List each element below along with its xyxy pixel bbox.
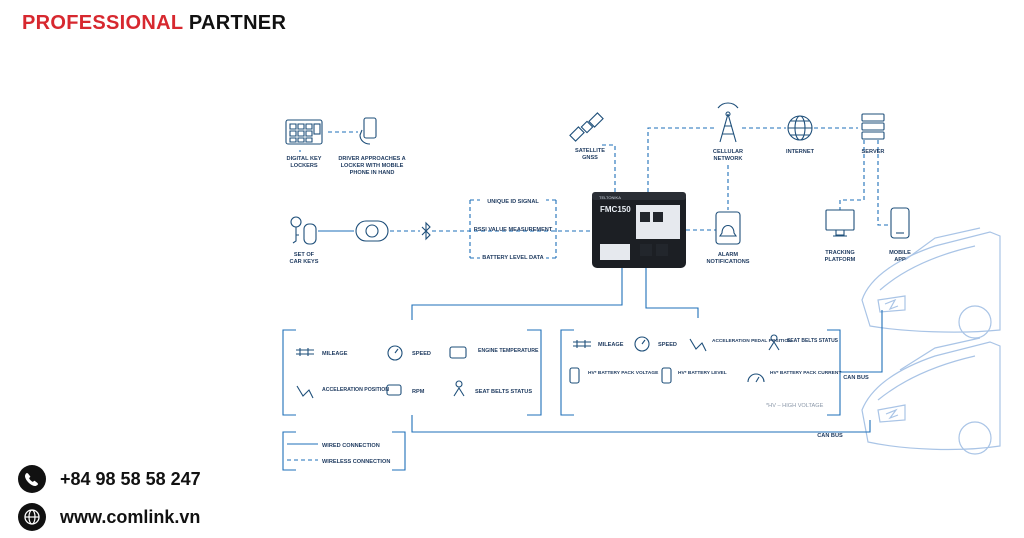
legend-wireless: WIRELESS CONNECTION <box>322 459 390 465</box>
parameter-icons <box>296 334 780 399</box>
brand-part1: PROFESSIONAL <box>22 12 184 34</box>
label-mobile-app-1: MOBILE <box>889 250 911 256</box>
label-satellite-1: SATELLITE <box>575 148 605 154</box>
right-acceleration-pedal: ACCELERATION PEDAL POSITION <box>712 338 792 344</box>
connection-lines <box>282 127 888 471</box>
globe-icon <box>18 503 46 531</box>
right-hv-current: HV* BATTERY PACK CURRENT <box>770 370 841 376</box>
locker-icon <box>285 119 323 145</box>
hv-note: *HV – HIGH VOLTAGE <box>766 403 824 409</box>
left-speed: SPEED <box>412 351 431 357</box>
fob-icon <box>355 220 389 242</box>
left-mileage: MILEAGE <box>322 351 348 357</box>
label-internet: INTERNET <box>786 149 815 155</box>
smartphone-icon <box>890 207 910 239</box>
right-mileage: MILEAGE <box>598 342 624 348</box>
keys-icon <box>290 216 317 245</box>
right-seat-belts: SEAT BELTS STATUS <box>787 338 839 344</box>
label-driver-3: PHONE IN HAND <box>350 170 395 176</box>
label-digital-key-lockers-2: LOCKERS <box>290 163 318 169</box>
label-signal-rssi: RSSI VALUE MEASUREMENT <box>474 227 553 233</box>
left-engine-temperature: ENGINE TEMPERATURE <box>478 348 539 354</box>
bell-icon <box>715 211 741 245</box>
left-acceleration-position: ACCELERATION POSITION <box>322 387 389 393</box>
contact-phone[interactable]: +84 98 58 58 247 <box>18 465 201 493</box>
device-model: FMC150 <box>600 205 631 214</box>
left-rpm: RPM <box>412 389 425 395</box>
right-hv-level: HV* BATTERY LEVEL <box>678 370 727 376</box>
can-bus-label-2: CAN BUS <box>817 433 843 439</box>
left-seat-belts: SEAT BELTS STATUS <box>475 389 532 395</box>
label-driver-1: DRIVER APPROACHES A <box>338 156 405 162</box>
brand-title: PROFESSIONAL PARTNER <box>22 12 286 35</box>
satellite-icon <box>569 112 604 142</box>
label-signal-unique-id: UNIQUE ID SIGNAL <box>487 199 539 205</box>
label-driver-2: LOCKER WITH MOBILE <box>341 163 404 169</box>
label-tracking-2: PLATFORM <box>825 257 856 263</box>
phone-hand-icon <box>359 117 377 145</box>
website-url: www.comlink.vn <box>60 506 201 527</box>
label-satellite-2: GNSS <box>582 155 598 161</box>
cell-tower-icon <box>717 102 739 143</box>
bluetooth-icon <box>421 221 431 241</box>
can-bus-label-1: CAN BUS <box>843 375 869 381</box>
globe-icon <box>787 115 813 141</box>
legend-wired: WIRED CONNECTION <box>322 443 380 449</box>
right-speed: SPEED <box>658 342 677 348</box>
label-car-keys-2: CAR KEYS <box>290 259 319 265</box>
brand-part2: PARTNER <box>188 12 287 34</box>
label-tracking-1: TRACKING <box>825 250 855 256</box>
label-server: SERVER <box>862 149 885 155</box>
fmc150-device: TELTONIKA FMC150 <box>592 192 686 268</box>
label-cellular-2: NETWORK <box>714 156 743 162</box>
label-alarm-1: ALARM <box>718 252 739 258</box>
label-digital-key-lockers-1: DIGITAL KEY <box>287 156 322 162</box>
car-icon <box>861 227 1001 455</box>
phone-number: +84 98 58 58 247 <box>60 468 201 489</box>
label-alarm-2: NOTIFICATIONS <box>706 259 749 265</box>
label-signal-battery: BATTERY LEVEL DATA <box>482 255 543 261</box>
right-hv-voltage: HV* BATTERY PACK VOLTAGE <box>588 370 659 376</box>
phone-icon <box>18 465 46 493</box>
contact-website[interactable]: www.comlink.vn <box>18 503 200 531</box>
label-mobile-app-2: APP <box>894 257 906 263</box>
server-icon <box>861 113 885 140</box>
label-cellular-1: CELLULAR <box>713 149 743 155</box>
monitor-icon <box>825 209 855 237</box>
label-car-keys-1: SET OF <box>294 252 315 258</box>
svg-text:TELTONIKA: TELTONIKA <box>599 195 621 200</box>
